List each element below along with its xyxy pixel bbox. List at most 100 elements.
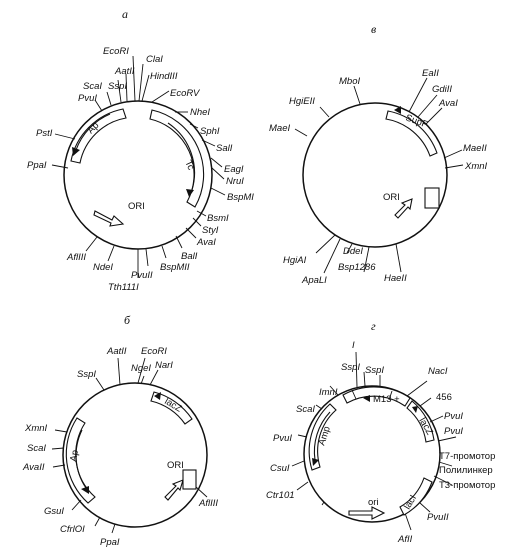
site-label-scai: ScaI: [83, 81, 102, 92]
site-label-aatii: AatII: [106, 346, 127, 357]
site-label-tth111i: Tth111I: [108, 282, 139, 293]
site-label-pvui: PvuI: [444, 426, 463, 437]
panel-letter: б: [124, 313, 131, 327]
gene-m13: M13 +: [342, 386, 411, 407]
site-label-maeii: MaeII: [463, 143, 487, 154]
site-label-ecori: EcoRI: [103, 46, 129, 57]
site-label-gdiii: GdiII: [432, 84, 452, 95]
site-label-t3-promoter: Т3-промотор: [439, 480, 495, 491]
site-label-imni: ImnI: [319, 387, 338, 398]
plasmid-ring: [302, 102, 448, 248]
site-label-pvui: PvuI: [444, 411, 463, 422]
site-label-eagi: EagI: [224, 164, 244, 175]
site-label-hgiai: HgiAI: [283, 255, 307, 266]
site-label-pvui: PvuI: [273, 433, 292, 444]
site-ticks: [294, 77, 464, 274]
site-label-ecori: EcoRI: [141, 346, 167, 357]
site-label-afliii: AflIII: [66, 252, 86, 263]
ori-box: [182, 469, 197, 490]
panel-letter: в: [371, 22, 376, 36]
ori-label: ORI: [167, 460, 184, 471]
site-label-polylinker: Полилинкер: [439, 465, 493, 476]
site-label-bspmi: BspMI: [227, 192, 254, 203]
panel-v: в MboI EaII GdiII AvaI MaeII XmnI HaeII …: [269, 22, 488, 286]
gene-label: Ap: [68, 449, 81, 462]
panel-a: а: [27, 7, 254, 293]
site-ticks: [51, 55, 226, 278]
site-label-pvuii: PvuII: [427, 512, 449, 523]
site-label-sspi: SspI: [108, 81, 127, 92]
gene-ap: Ap: [65, 417, 96, 504]
site-label-i: I: [352, 340, 355, 351]
panel-letter: г: [371, 319, 376, 333]
ori-marker: ORI: [164, 460, 197, 501]
site-label-ctr101: Ctr101: [266, 490, 295, 501]
site-label-csui: CsuI: [270, 463, 290, 474]
site-label-eaii: EaII: [422, 68, 439, 79]
site-label-sspi: SspI: [365, 365, 384, 376]
gene-supf: SupF: [385, 106, 438, 157]
panel-letter: а: [122, 7, 128, 21]
site-label-afliii: AflIII: [198, 498, 218, 509]
site-label-psti: PstI: [36, 128, 53, 139]
site-label-naci: NacI: [428, 366, 448, 377]
site-label-pvuii: PvuII: [131, 270, 153, 281]
site-label-maei: MaeI: [269, 123, 290, 134]
ori-marker: ORI: [383, 187, 440, 219]
site-label-t7-promoter: Т7-промотор: [439, 451, 495, 462]
site-label-nhei: NheI: [190, 107, 210, 118]
site-label-scai: ScaI: [27, 443, 46, 454]
site-label-cfrloi: CfrlOI: [60, 524, 85, 535]
gene-laci: lacI: [399, 477, 433, 516]
ori-label: ORI: [383, 192, 400, 203]
site-label-avai: AvaI: [438, 98, 458, 109]
site-label-ngei: NgeI: [131, 363, 151, 374]
site-label-xmni: XmnI: [464, 161, 488, 172]
gene-ap: Ap: [70, 108, 127, 164]
site-label-bsp1286: Bsp1286: [338, 262, 376, 273]
site-label-nari: NarI: [155, 360, 173, 371]
plasmid-ring: [303, 385, 441, 523]
site-label-ecorv: EcoRV: [170, 88, 201, 99]
site-label-bspmii: BspMII: [160, 262, 190, 273]
site-label-styi: StyI: [202, 225, 219, 236]
site-ticks: [291, 351, 457, 531]
site-label-xmni: XmnI: [24, 423, 48, 434]
site-label-bsmi: BsmI: [207, 213, 229, 224]
ori-box: [424, 187, 440, 209]
site-label-aatii: AatII: [114, 66, 135, 77]
ori-marker: ori: [348, 497, 386, 520]
ori-marker: ORI: [93, 201, 145, 227]
site-label-ndei: NdeI: [93, 262, 113, 273]
gene-label: Tc: [182, 159, 196, 172]
site-label-pvui: PvuI: [78, 93, 97, 104]
site-label-apali: ApaLI: [301, 275, 327, 286]
plasmid-ring: [63, 100, 213, 250]
panel-g: г I SspI SspI NacI ImnI ScaI PvuI: [266, 319, 495, 545]
site-label-scai: ScaI: [296, 404, 315, 415]
site-label-ppai: PpaI: [27, 160, 47, 171]
site-label-sali: SalI: [216, 143, 233, 154]
ori-label: ORI: [128, 201, 145, 212]
gene-tc: Tc: [149, 109, 205, 208]
site-label-avaii: AvaII: [22, 462, 45, 473]
gene-label: M13 +: [373, 394, 400, 405]
site-label-clai: ClaI: [146, 54, 163, 65]
site-label-sspi: SspI: [77, 369, 96, 380]
site-label-afii: AfII: [397, 534, 413, 545]
site-label-mboi: MboI: [339, 76, 360, 87]
gene-lacz: lacZ: [150, 391, 193, 425]
site-label-hgieii: HgiEII: [289, 96, 315, 107]
site-label-nrui: NruI: [226, 176, 244, 187]
panel-b: б AatII EcoRI NgeI NarI SspI XmnI ScaI A…: [22, 313, 218, 548]
site-label-haeii: HaeII: [384, 273, 407, 284]
site-label-456: 456: [436, 392, 452, 403]
site-label-ddei: DdeI: [343, 246, 363, 257]
site-label-sspi: SspI: [341, 362, 360, 373]
site-ticks: [51, 357, 208, 534]
site-label-bali: BalI: [181, 251, 198, 262]
site-label-hindiii: HindIII: [150, 71, 178, 82]
plasmid-ring: [62, 382, 208, 528]
site-label-avai: AvaI: [196, 237, 216, 248]
